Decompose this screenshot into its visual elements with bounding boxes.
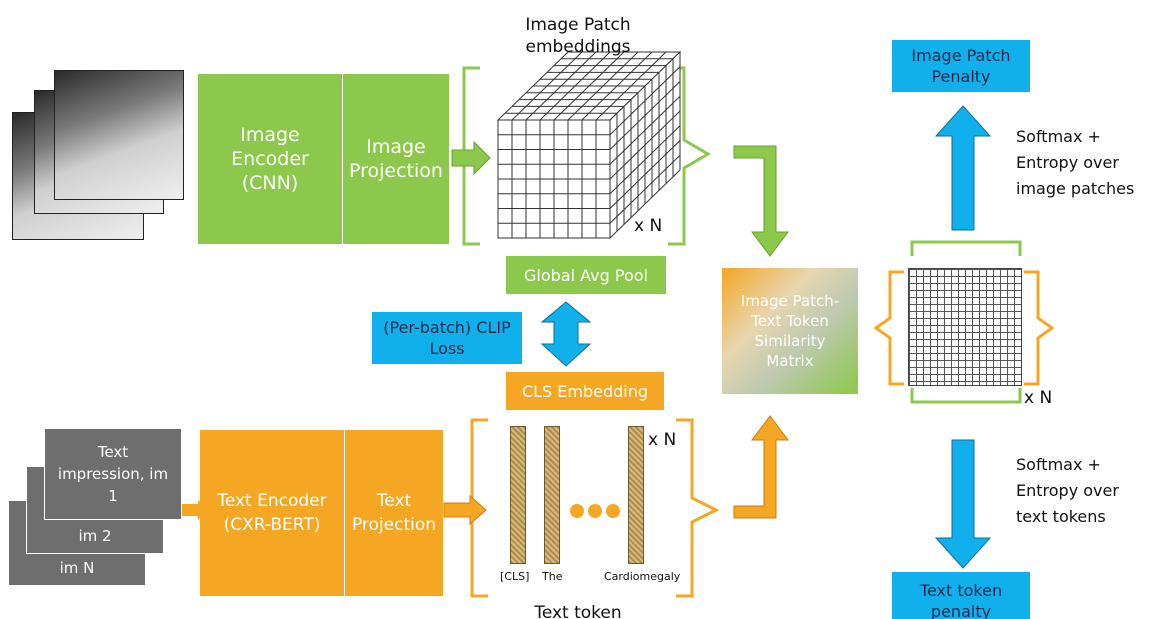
- image-to-projection-arrow: [451, 140, 491, 176]
- text-token-penalty-label: Text token penalty: [919, 581, 1003, 619]
- image-patch-penalty-label: Image Patch Penalty: [911, 46, 1011, 86]
- similarity-matrix-label: Image Patch-Text Token Similarity Matrix: [740, 292, 840, 370]
- clip-loss-double-arrow: [540, 301, 592, 367]
- cls-embedding-label: CLS Embedding: [521, 381, 649, 401]
- image-patch-penalty-box: Image Patch Penalty: [892, 40, 1030, 92]
- image-encoder-label: Image Encoder (CNN): [231, 124, 309, 194]
- image-softmax-label: Softmax + Entropy over image patches: [1016, 127, 1135, 198]
- image-projection-label: Image Projection: [349, 136, 443, 182]
- down-arrow-to-text-penalty: [934, 439, 992, 569]
- global-avg-pool-label: Global Avg Pool: [524, 265, 648, 285]
- up-arrow-to-image-penalty: [934, 105, 992, 231]
- token-bracket-right: [676, 418, 720, 598]
- matrix-bracket-bottom: [910, 388, 1022, 404]
- token-label-the: The: [542, 570, 563, 583]
- matrix-bracket-top: [910, 240, 1022, 256]
- patch-embeddings-title: Image Patch embeddings: [525, 15, 631, 57]
- token-column-the: [544, 426, 560, 564]
- token-column-cardiomegaly: [628, 426, 644, 564]
- image-encoder-box: Image Encoder (CNN): [198, 74, 342, 244]
- text-report-1: Text impression, im 1: [44, 428, 182, 520]
- patch-cube: [496, 50, 682, 240]
- patch-token-matrix: [908, 268, 1022, 386]
- patch-to-similarity-arrow: [733, 145, 789, 257]
- similarity-matrix-box: Image Patch-Text Token Similarity Matrix: [722, 268, 858, 394]
- text-projection-box: Text Projection: [345, 430, 443, 596]
- cls-embedding-box: CLS Embedding: [506, 372, 664, 410]
- text-token-title: Text token: [534, 603, 622, 619]
- text-softmax-label: Softmax + Entropy over text tokens: [1016, 455, 1119, 526]
- patch-bracket-right: [668, 66, 711, 246]
- ellipsis-dot-1: [570, 504, 584, 518]
- ellipsis-dot-3: [606, 504, 620, 518]
- projection-to-token-arrow: [443, 494, 487, 526]
- clip-loss-label: (Per-batch) CLIP Loss: [383, 318, 511, 358]
- clip-loss-box: (Per-batch) CLIP Loss: [372, 312, 522, 364]
- ellipsis-dot-2: [588, 504, 602, 518]
- matrix-bracket-right: [1024, 270, 1055, 386]
- global-avg-pool-box: Global Avg Pool: [506, 256, 666, 294]
- patch-times-n: x N: [634, 216, 663, 236]
- token-to-similarity-arrow: [733, 415, 789, 519]
- token-times-n: x N: [648, 430, 677, 450]
- xray-image-1: [54, 70, 184, 200]
- text-encoder-label: Text Encoder (CXR-BERT): [217, 491, 327, 535]
- text-encoder-box: Text Encoder (CXR-BERT): [200, 430, 344, 596]
- text-token-penalty-box: Text token penalty: [892, 572, 1030, 619]
- matrix-times-n: x N: [1024, 388, 1053, 408]
- image-projection-box: Image Projection: [343, 74, 449, 244]
- text-projection-label: Text Projection: [351, 491, 437, 535]
- matrix-bracket-left: [873, 270, 904, 386]
- token-label-cls: [CLS]: [500, 570, 530, 583]
- token-column-cls: [510, 426, 526, 564]
- token-label-cardiomegaly: Cardiomegaly: [604, 570, 681, 583]
